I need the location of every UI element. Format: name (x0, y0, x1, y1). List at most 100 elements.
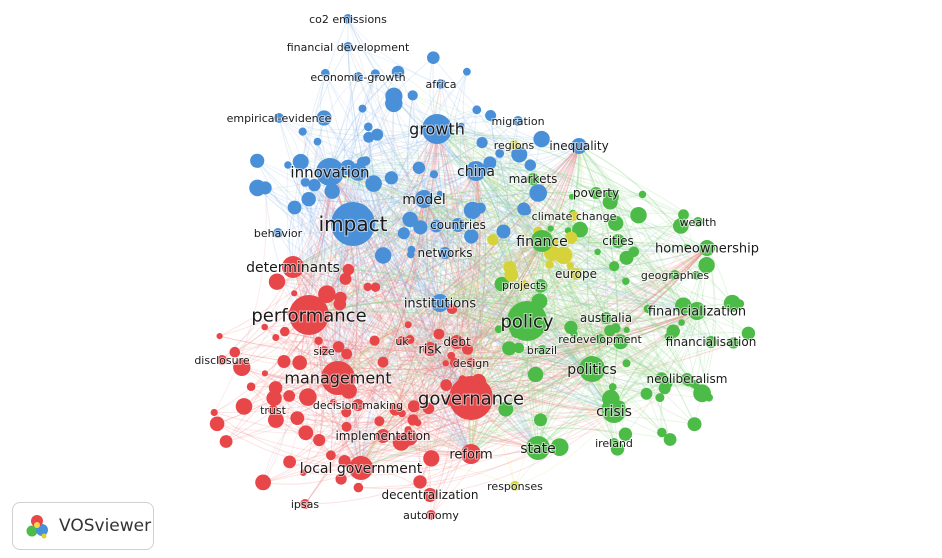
node-label-ipsas[interactable]: ipsas (290, 497, 321, 512)
node-label-performance[interactable]: performance (250, 304, 367, 327)
node-trust[interactable] (268, 405, 278, 415)
node-label-migration[interactable]: migration (490, 114, 545, 129)
node-label-design[interactable]: design (452, 356, 491, 371)
node-management[interactable] (321, 361, 355, 395)
node-label-growth[interactable]: growth (408, 119, 466, 140)
node-label-institutions[interactable]: institutions (403, 296, 478, 313)
node-label-impact[interactable]: impact (318, 211, 389, 237)
node-label-redevelopment[interactable]: redevelopment (557, 332, 643, 347)
node-china[interactable] (466, 161, 486, 181)
node-label-economic-growth[interactable]: economic-growth (309, 70, 406, 85)
node-growth[interactable] (422, 114, 452, 144)
node-crisis[interactable] (602, 399, 626, 423)
node-label-implementation[interactable]: implementation (334, 428, 431, 444)
node-label-responses[interactable]: responses (486, 479, 544, 494)
node-neoliberalism[interactable] (681, 373, 693, 385)
node-label-africa[interactable]: africa (425, 77, 458, 92)
node-label-wealth[interactable]: wealth (679, 215, 718, 230)
node-label-uk[interactable]: uk (394, 334, 410, 349)
node-label-crisis[interactable]: crisis (595, 403, 633, 421)
node-label-china[interactable]: china (456, 163, 496, 181)
node-homeownership[interactable] (699, 240, 715, 256)
node-label-trust[interactable]: trust (259, 403, 288, 418)
node-label-networks[interactable]: networks (417, 245, 474, 261)
node-climate-change[interactable] (569, 211, 579, 221)
node-label-inequality[interactable]: inequality (548, 138, 609, 154)
node-policy[interactable] (507, 301, 547, 341)
node-label-climate-change[interactable]: climate change (531, 209, 618, 224)
node-label-decision-making[interactable]: decision-making (312, 398, 404, 413)
node-size[interactable] (319, 346, 329, 356)
node-networks[interactable] (439, 247, 451, 259)
node-autonomy[interactable] (426, 510, 436, 520)
node-label-disclosure[interactable]: disclosure (193, 353, 251, 368)
node-label-innovation[interactable]: innovation (289, 162, 370, 182)
node-institutions[interactable] (431, 294, 449, 312)
node-label-size[interactable]: size (312, 344, 336, 359)
node-label-model[interactable]: model (401, 191, 447, 209)
node-label-policy[interactable]: policy (500, 310, 555, 333)
node-innovation[interactable] (316, 158, 344, 186)
node-co2-emissions[interactable] (343, 14, 353, 24)
node-label-homeownership[interactable]: homeownership (654, 241, 760, 258)
node-responses[interactable] (510, 481, 520, 491)
node-empirical-evidence[interactable] (274, 113, 284, 123)
node-risk[interactable] (423, 342, 437, 356)
node-label-financial-development[interactable]: financial development (286, 40, 411, 55)
node-state[interactable] (526, 436, 550, 460)
node-label-local-government[interactable]: local government (299, 460, 424, 478)
node-implementation[interactable] (376, 429, 390, 443)
node-label-financialisation[interactable]: financialisation (665, 334, 758, 350)
node-label-europe[interactable]: europe (554, 266, 598, 282)
node-decision-making[interactable] (352, 399, 364, 411)
node-label-management[interactable]: management (283, 368, 392, 389)
node-label-poverty[interactable]: poverty (572, 185, 620, 201)
node-label-governance[interactable]: governance (417, 387, 525, 410)
node-label-countries[interactable]: countries (429, 217, 487, 233)
node-ipsas[interactable] (300, 499, 310, 509)
node-label-neoliberalism[interactable]: neoliberalism (646, 371, 729, 387)
node-markets[interactable] (527, 173, 539, 185)
node-label-geographies[interactable]: geographies (640, 268, 711, 283)
node-label-state[interactable]: state (519, 440, 556, 458)
node-africa[interactable] (436, 79, 446, 89)
node-governance[interactable] (449, 376, 493, 420)
node-economic-growth[interactable] (353, 72, 363, 82)
node-australia[interactable] (600, 312, 612, 324)
node-local-government[interactable] (349, 456, 373, 480)
node-label-markets[interactable]: markets (508, 171, 559, 187)
node-redevelopment[interactable] (595, 334, 605, 344)
node-financial-development[interactable] (343, 42, 353, 52)
node-decentralization[interactable] (423, 488, 437, 502)
node-label-determinants[interactable]: determinants (245, 259, 341, 277)
node-label-projects[interactable]: projects (501, 278, 547, 293)
node-label-ireland[interactable]: ireland (594, 436, 634, 451)
node-regions[interactable] (509, 140, 519, 150)
node-label-cities[interactable]: cities (601, 233, 635, 249)
node-determinants[interactable] (282, 256, 304, 278)
node-label-politics[interactable]: politics (566, 361, 618, 379)
node-geographies[interactable] (670, 270, 680, 280)
node-impact[interactable] (331, 202, 375, 246)
node-financialization[interactable] (688, 302, 706, 320)
node-label-decentralization[interactable]: decentralization (381, 487, 480, 503)
node-uk[interactable] (397, 336, 407, 346)
node-countries[interactable] (451, 218, 465, 232)
node-brazil[interactable] (537, 345, 547, 355)
node-debt[interactable] (450, 335, 464, 349)
node-label-brazil[interactable]: brazil (526, 343, 558, 358)
node-label-risk[interactable]: risk (417, 342, 443, 359)
node-migration[interactable] (513, 116, 523, 126)
node-performance[interactable] (289, 295, 329, 335)
node-label-finance[interactable]: finance (515, 233, 568, 251)
node-inequality[interactable] (571, 138, 587, 154)
node-label-co2-emissions[interactable]: co2 emissions (308, 12, 388, 27)
node-europe[interactable] (570, 268, 582, 280)
node-wealth[interactable] (693, 217, 703, 227)
node-poverty[interactable] (590, 187, 602, 199)
node-disclosure[interactable] (217, 355, 227, 365)
node-label-debt[interactable]: debt (442, 334, 472, 350)
node-design[interactable] (466, 358, 476, 368)
node-label-reform[interactable]: reform (448, 447, 493, 464)
